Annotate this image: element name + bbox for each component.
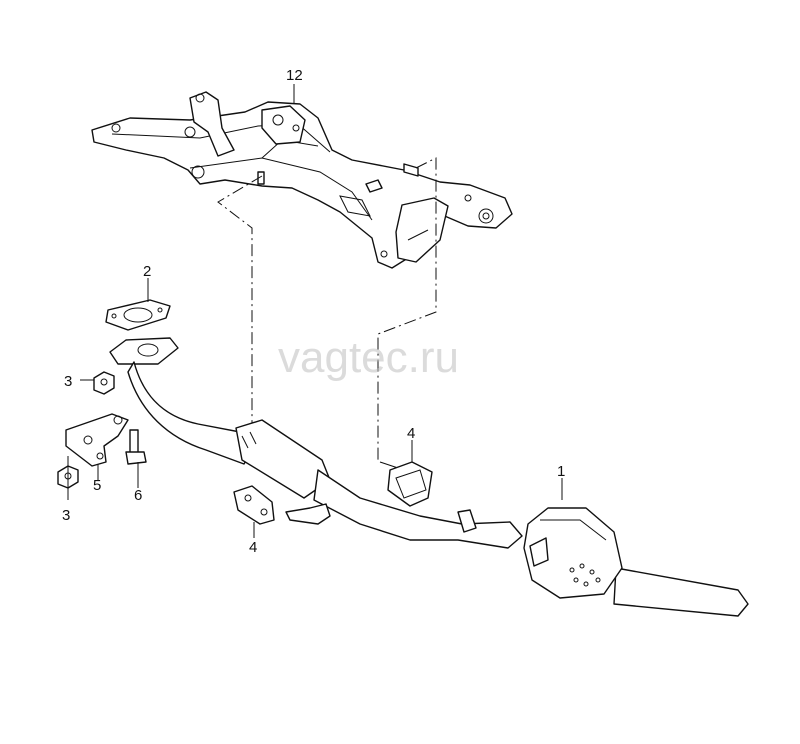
- hanger-upper: [387, 461, 433, 507]
- bracket: [65, 413, 129, 467]
- callout-6: 6: [134, 487, 142, 504]
- exhaust-front-pipe: [109, 337, 523, 549]
- callout-3-lower: 3: [62, 507, 70, 524]
- hanger-lower: [233, 485, 275, 525]
- callout-5: 5: [93, 477, 101, 494]
- callout-3-upper: 3: [64, 373, 72, 390]
- bolt: [125, 429, 147, 465]
- callout-4-lower: 4: [249, 539, 257, 556]
- watermark: vagtec.ru: [278, 333, 459, 382]
- catalytic-converter: [523, 507, 749, 617]
- leader-lines: [67, 84, 563, 538]
- callout-12: 12: [286, 67, 303, 84]
- subframe: [91, 91, 513, 269]
- gasket: [105, 299, 171, 331]
- callout-4-upper: 4: [407, 425, 415, 442]
- callout-1: 1: [557, 463, 565, 480]
- callout-2: 2: [143, 263, 151, 280]
- nut-upper: [93, 371, 115, 395]
